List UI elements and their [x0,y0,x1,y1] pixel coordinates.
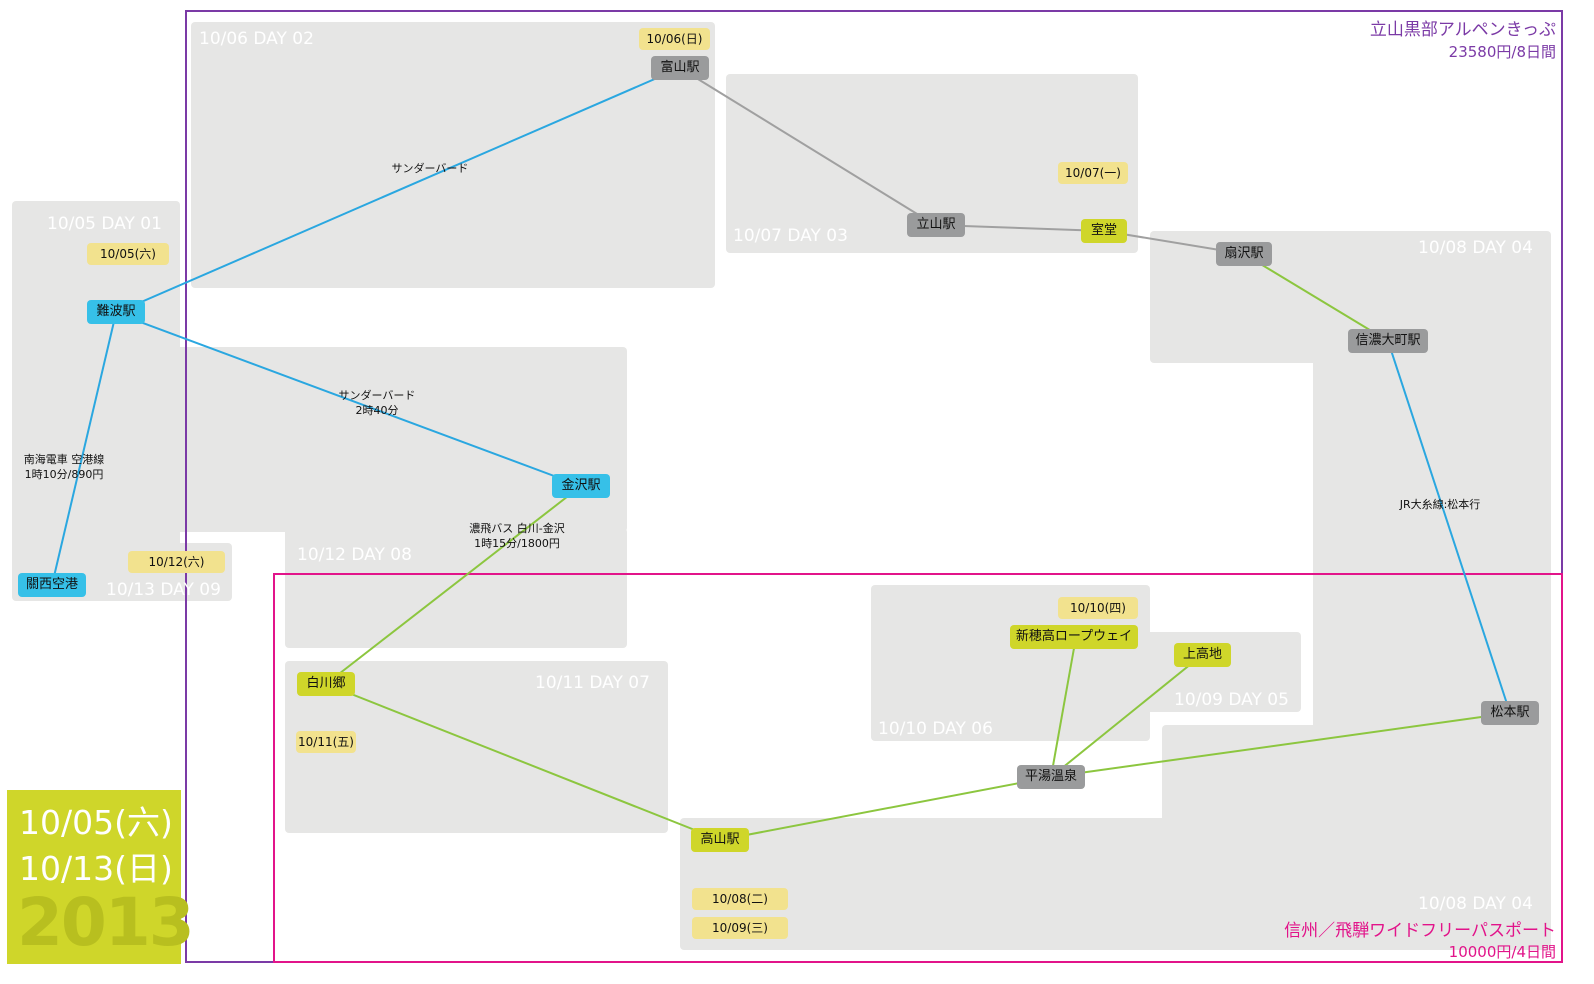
station-tateyama[interactable]: 立山駅 [907,213,965,237]
route-namba-kansai [51,312,117,586]
date-tag-1005: 10/05(六) [87,243,169,265]
day-label-07: 10/11 DAY 07 [535,673,650,693]
route-omachi-matsumoto [1387,340,1511,714]
route-ogisawa-omachi [1243,253,1389,342]
station-shinhotaka-ropeway[interactable]: 新穂高ロープウェイ [1010,625,1138,649]
day-label-09: 10/13 DAY 09 [106,580,221,600]
date-tag-1009: 10/09(三) [692,917,788,939]
route-label-nankai: 南海電車 空港線 1時10分/890円 [14,452,114,482]
station-murodo[interactable]: 室堂 [1081,219,1127,243]
station-ogisawa[interactable]: 扇沢駅 [1216,242,1272,266]
day-label-05: 10/09 DAY 05 [1174,690,1289,710]
panel-day04-right [1313,355,1551,735]
route-shirakawago-kanazawa [325,485,582,685]
station-namba[interactable]: 難波駅 [87,300,145,324]
date-tag-1011: 10/11(五) [296,731,356,753]
date-tag-1008: 10/08(二) [692,888,788,910]
route-matsumoto-hirayu [1050,712,1511,778]
panel-day08-top [133,347,627,532]
day-label-04-bottom: 10/08 DAY 04 [1418,894,1533,914]
station-matsumoto[interactable]: 松本駅 [1481,701,1539,725]
station-toyama[interactable]: 富山駅 [651,56,709,80]
panel-day08-bottom [285,528,627,648]
day-label-08: 10/12 DAY 08 [297,545,412,565]
shinshu-pass-name: 信州／飛騨ワイドフリーパスポート [1284,921,1556,941]
route-hirayu-kamikochi [1050,654,1203,778]
station-shinano-omachi[interactable]: 信濃大町駅 [1348,329,1428,353]
route-label-nohi-bus-name: 濃飛バス 白川-金沢 [469,522,565,535]
route-label-nankai-line: 南海電車 空港線 [23,453,105,466]
shinshu-pass-frame [273,573,1563,963]
route-hirayu-shinhotaka [1050,636,1077,778]
route-label-nohi-bus: 濃飛バス 白川-金沢 1時15分/1800円 [457,521,577,551]
trip-end-date: 10/13(日) [19,849,173,888]
trip-start-date: 10/05(六) [19,803,173,842]
panel-day02 [191,22,715,288]
day-label-03: 10/07 DAY 03 [733,226,848,246]
day-label-06: 10/10 DAY 06 [878,719,993,739]
route-takayama-shirakawago [325,683,721,841]
route-hirayu-takayama [719,776,1052,841]
day-label-04-top: 10/08 DAY 04 [1418,238,1533,258]
station-kamikochi[interactable]: 上高地 [1174,643,1231,667]
route-namba-kanazawa [115,312,582,487]
route-toyama-tateyama [679,67,936,226]
shinshu-pass-price: 10000円/4日間 [1448,943,1556,961]
tateyama-pass-price: 23580円/8日間 [1448,43,1556,61]
day-label-01: 10/05 DAY 01 [47,214,162,234]
route-label-thunderbird-down-time: 2時40分 [355,404,399,417]
date-tag-1007: 10/07(一) [1058,162,1128,184]
station-takayama[interactable]: 高山駅 [691,828,749,852]
route-label-thunderbird-down-name: サンダーバード [338,389,416,402]
day-label-02: 10/06 DAY 02 [199,29,314,49]
route-label-nankai-time: 1時10分/890円 [24,468,104,481]
route-label-jr-oito: JR大糸線:松本行 [1399,498,1481,511]
tateyama-pass-name: 立山黒部アルペンきっぷ [1369,20,1556,40]
trip-year: 2013 [17,884,195,961]
station-kanazawa[interactable]: 金沢駅 [552,474,610,498]
route-namba-toyama [115,67,681,314]
date-tag-1012: 10/12(六) [128,551,225,573]
route-label-nohi-bus-time: 1時15分/1800円 [474,537,560,550]
panel-day04-base [680,818,1551,950]
route-label-thunderbird-up: サンダーバード [391,162,469,175]
route-label-thunderbird-down: サンダーバード 2時40分 [327,388,427,418]
station-kansai-airport[interactable]: 關西空港 [18,573,86,597]
date-tag-1006: 10/06(日) [639,28,710,50]
station-hirayu-onsen[interactable]: 平湯溫泉 [1017,765,1085,789]
trip-date-box: 10/05(六) 10/13(日) 2013 [7,790,195,964]
station-shirakawago[interactable]: 白川郷 [297,672,355,696]
date-tag-1010: 10/10(四) [1058,597,1138,619]
